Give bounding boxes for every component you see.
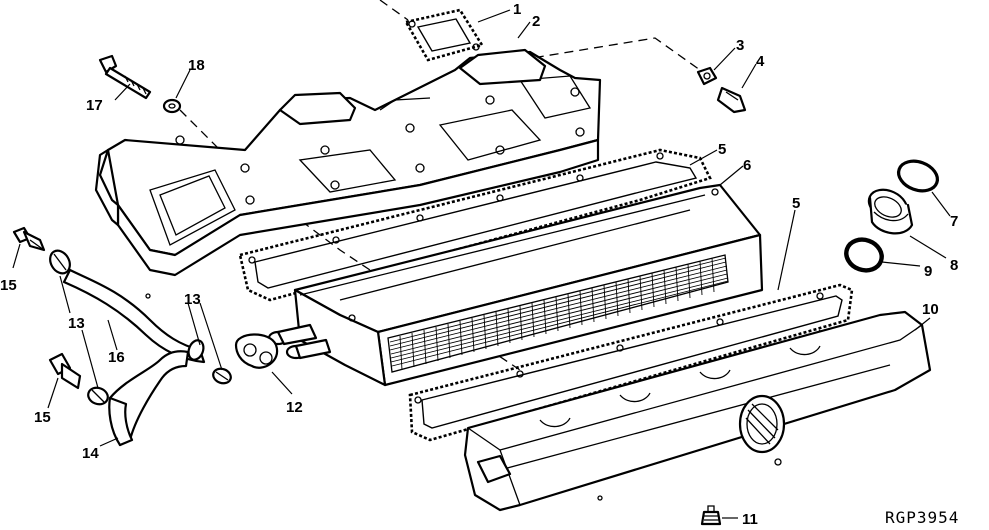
callout-4: 4	[756, 53, 765, 70]
intake-manifold	[94, 48, 602, 277]
o-ring-small	[844, 237, 884, 273]
callout-5-lower: 5	[792, 195, 800, 212]
callout-5-upper: 5	[718, 141, 726, 158]
o-ring-large	[897, 159, 939, 193]
cooler-gasket-upper	[238, 148, 712, 302]
aftercooler-cover	[463, 310, 932, 512]
cooler-gasket-lower	[408, 283, 854, 442]
sleeve	[867, 188, 914, 235]
callout-15-lower: 15	[34, 409, 51, 426]
callout-3: 3	[736, 37, 744, 54]
callout-15-upper: 15	[0, 277, 17, 294]
callout-17: 17	[86, 97, 103, 114]
callout-2: 2	[532, 13, 540, 30]
core-fin-verticals	[399, 257, 715, 371]
drain-plug	[700, 505, 722, 526]
callout-labels: 1 2 3 4 18 17 5 6 5 7 8 9 10 11 12 13 13…	[0, 1, 958, 528]
callout-13-right: 13	[184, 291, 201, 308]
core-fins	[389, 257, 729, 367]
callout-11: 11	[742, 511, 758, 528]
callout-13-left: 13	[68, 315, 85, 332]
aftercooler-core	[267, 183, 764, 387]
callout-8: 8	[950, 257, 958, 274]
flange-gasket	[234, 333, 279, 369]
hose-assembly	[12, 226, 232, 447]
elbow-gasket	[403, 8, 485, 62]
nut-and-cap-screw	[696, 66, 747, 114]
callout-18: 18	[188, 57, 205, 74]
callout-9: 9	[924, 263, 932, 280]
callout-1: 1	[513, 1, 521, 18]
callout-6: 6	[743, 157, 751, 174]
leader-lines	[12, 9, 951, 519]
callout-12: 12	[286, 399, 303, 416]
callout-14: 14	[82, 445, 99, 462]
figure-reference-code: RGP3954	[885, 508, 959, 527]
callout-7: 7	[950, 213, 958, 230]
callout-10: 10	[922, 301, 939, 318]
bolt-and-washer	[98, 54, 182, 114]
callout-16: 16	[108, 349, 125, 366]
